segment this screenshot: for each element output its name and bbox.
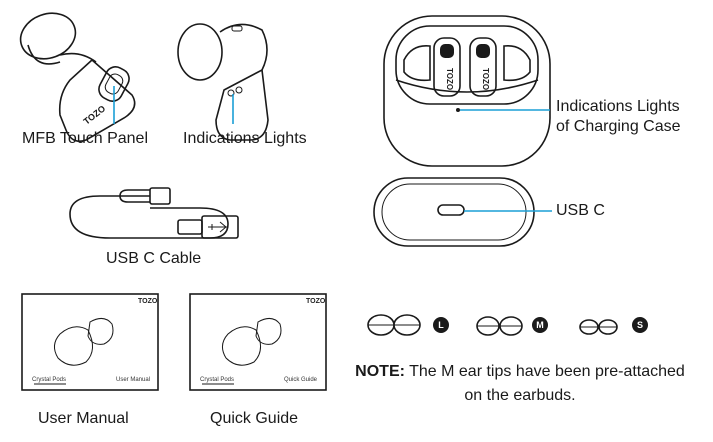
quick-guide-cover-title: Quick Guide bbox=[284, 377, 318, 383]
note-line1: NOTE: The M ear tips have been pre-attac… bbox=[340, 360, 700, 384]
ear-tips-note: NOTE: The M ear tips have been pre-attac… bbox=[340, 360, 700, 408]
case-earbud-brand-left: TOZO bbox=[445, 68, 454, 91]
note-prefix: NOTE: bbox=[355, 363, 405, 380]
label-quick-guide: Quick Guide bbox=[210, 410, 299, 427]
case-earbud-brand-right: TOZO bbox=[481, 68, 490, 91]
charging-case-bottom-illustration bbox=[373, 177, 535, 247]
quick-guide-booklet-illustration bbox=[189, 293, 327, 391]
label-case-lights-line1: Indications Lights bbox=[556, 98, 680, 115]
user-manual-booklet-illustration bbox=[21, 293, 159, 391]
note-line2: on the earbuds. bbox=[464, 387, 576, 404]
ear-tips-illustration bbox=[367, 314, 618, 336]
earbud-right-illustration bbox=[177, 23, 269, 141]
charging-case-open-illustration bbox=[383, 15, 551, 167]
quick-guide-cover-brand: TOZO bbox=[306, 298, 326, 305]
label-usb-c: USB C bbox=[556, 202, 605, 219]
ear-tip-size-badge-l: L bbox=[433, 317, 449, 333]
user-manual-cover-title: User Manual bbox=[116, 377, 151, 383]
label-user-manual: User Manual bbox=[38, 410, 129, 427]
earbud-left-illustration bbox=[19, 12, 136, 143]
quick-guide-cover-product: Crystal Pods bbox=[200, 377, 235, 383]
ear-tip-size-badge-m: M bbox=[532, 317, 548, 333]
label-case-lights-line2: of Charging Case bbox=[556, 118, 681, 135]
label-indications-lights: Indications Lights bbox=[183, 130, 307, 147]
note-line1-text: The M ear tips have been pre-attached bbox=[404, 363, 685, 380]
usb-c-cable-illustration bbox=[69, 187, 239, 239]
ear-tip-size-badge-s: S bbox=[632, 317, 648, 333]
user-manual-cover-brand: TOZO bbox=[138, 298, 158, 305]
user-manual-cover-product: Crystal Pods bbox=[32, 377, 67, 383]
label-mfb-touch-panel: MFB Touch Panel bbox=[22, 130, 148, 147]
label-usb-c-cable: USB C Cable bbox=[106, 250, 202, 267]
